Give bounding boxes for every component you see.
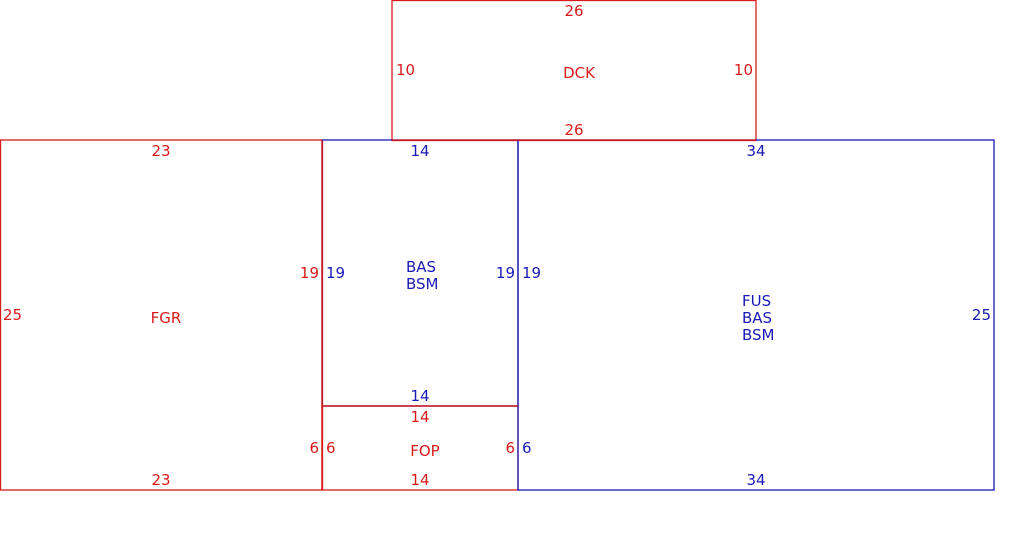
fop-dim-left: 6 xyxy=(326,439,336,457)
bas-bsm-dim-left: 19 xyxy=(326,264,345,282)
fgr-dim-bottom: 23 xyxy=(151,471,170,489)
fus-area-label-1: FUS xyxy=(742,292,771,310)
dck-dim-top: 26 xyxy=(564,2,583,20)
dck-dim-bottom: 26 xyxy=(564,121,583,139)
fus-area-label-3: BSM xyxy=(742,326,775,344)
fgr-dim-right: 19 xyxy=(300,264,319,282)
fgr-dim-left: 25 xyxy=(3,306,22,324)
fgr-area-label: FGR xyxy=(151,309,182,327)
fop-dim-top: 14 xyxy=(410,408,429,426)
dck-dim-right: 10 xyxy=(734,61,753,79)
fus-dim-right: 25 xyxy=(972,306,991,324)
fus-dim-bottom: 34 xyxy=(746,471,765,489)
dck-dim-left: 10 xyxy=(396,61,415,79)
fus-dim-top: 34 xyxy=(746,142,765,160)
bas-bsm-area-label-1: BAS xyxy=(406,258,436,276)
fgr-inner-dim-right: 6 xyxy=(309,439,319,457)
fop-dim-bottom: 14 xyxy=(410,471,429,489)
bas-bsm-dim-right: 19 xyxy=(496,264,515,282)
fus-inner-dim-left: 6 xyxy=(522,439,532,457)
bas-bsm-dim-top: 14 xyxy=(410,142,429,160)
dck-area-label: DCK xyxy=(563,64,596,82)
fus-area-label-2: BAS xyxy=(742,309,772,327)
fgr-dim-top: 23 xyxy=(151,142,170,160)
fus-dim-left: 19 xyxy=(522,264,541,282)
bas-bsm-area-label-2: BSM xyxy=(406,275,439,293)
bas-bsm-dim-bottom: 14 xyxy=(410,387,429,405)
fop-dim-right: 6 xyxy=(505,439,515,457)
fop-area-label: FOP xyxy=(410,442,439,460)
